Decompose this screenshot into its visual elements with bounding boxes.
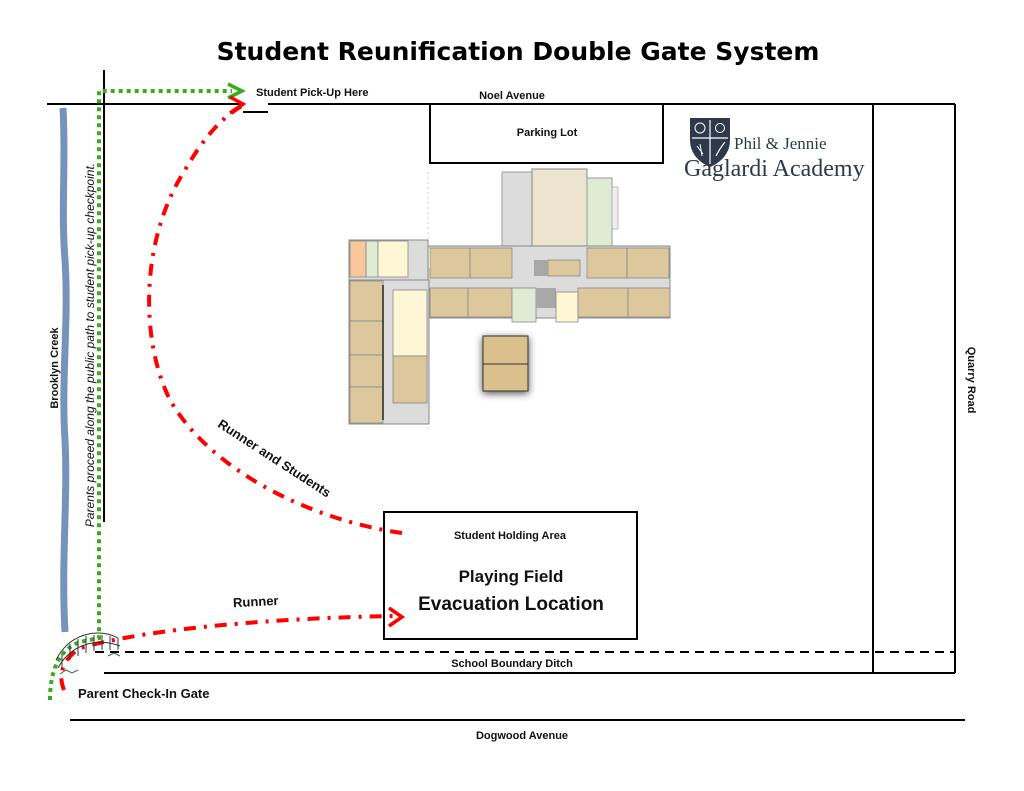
parent-path xyxy=(48,82,246,701)
noel-avenue-label: Noel Avenue xyxy=(479,90,545,102)
school-building-floorplan xyxy=(348,168,671,432)
shield-crest-icon xyxy=(690,118,730,167)
playing-field-holding-area xyxy=(383,511,638,640)
pickup-label: Student Pick-Up Here xyxy=(256,87,368,99)
school-logo: Phil & Jennie Gaglardi Academy xyxy=(684,118,865,182)
runner-students-arrowhead-icon xyxy=(229,95,247,115)
school-name-line2: Gaglardi Academy xyxy=(684,156,865,182)
school-property-boundary xyxy=(104,104,956,674)
creek-label: Brooklyn Creek xyxy=(49,326,61,408)
dogwood-avenue-label: Dogwood Avenue xyxy=(476,730,568,742)
bridge-icon xyxy=(55,632,121,675)
runner-students-label: Runner and Students xyxy=(215,416,333,500)
runner-label: Runner xyxy=(233,593,279,610)
parking-lot-label: Parking Lot xyxy=(517,127,578,139)
parent-path-arrowhead-icon xyxy=(227,82,246,100)
parking-lot xyxy=(429,103,664,164)
playing-field-label: Playing Field xyxy=(459,567,564,586)
quarry-road-label: Quarry Road xyxy=(965,347,977,414)
checkin-gate-label: Parent Check-In Gate xyxy=(78,686,210,701)
brooklyn-creek xyxy=(59,107,70,633)
runner-students-path xyxy=(147,95,403,535)
runner-path xyxy=(59,606,406,691)
runner-arrowhead-icon xyxy=(388,606,406,628)
school-name-line1: Phil & Jennie xyxy=(734,134,827,153)
map-title: Student Reunification Double Gate System xyxy=(217,37,820,66)
holding-area-label: Student Holding Area xyxy=(454,530,567,542)
ditch-label: School Boundary Ditch xyxy=(451,658,573,670)
parent-path-note: Parents proceed along the public path to… xyxy=(83,163,97,527)
noel-avenue-road xyxy=(47,103,955,113)
evacuation-location-label: Evacuation Location xyxy=(418,594,604,615)
